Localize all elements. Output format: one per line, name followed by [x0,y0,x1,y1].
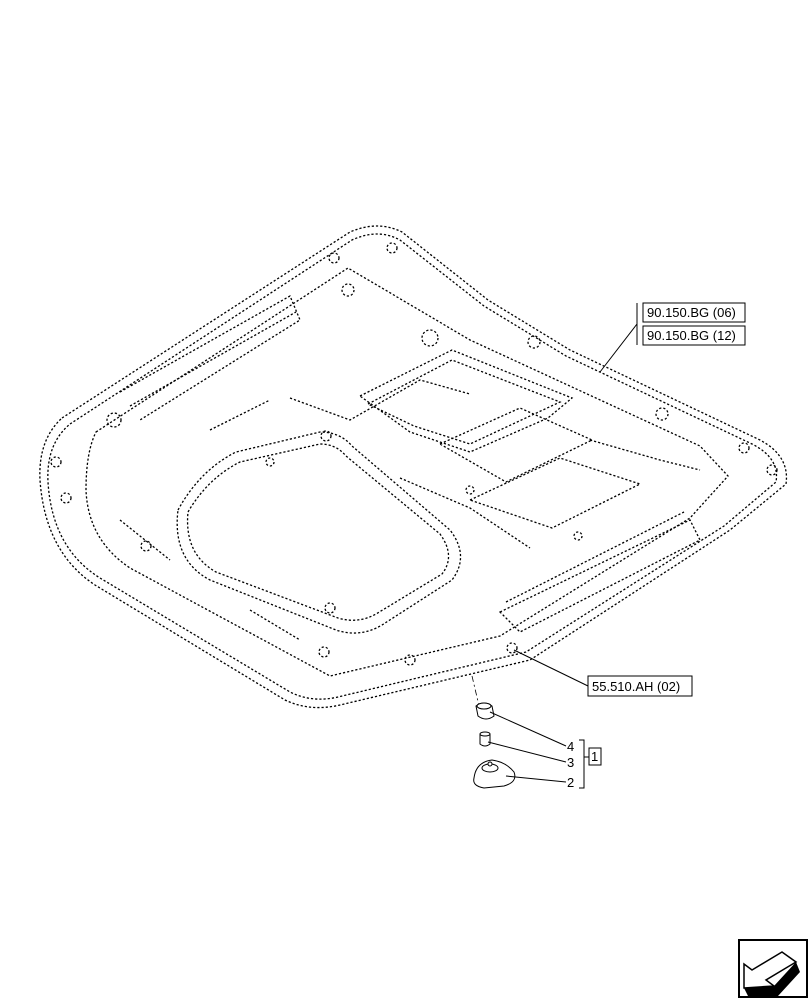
item-group-number-1[interactable]: 1 [588,747,602,766]
svg-text:1: 1 [591,749,598,764]
item-group-bracket [579,739,589,789]
lamp-housing-part-2 [473,759,516,789]
reference-55-510-ah-02[interactable]: 55.510.AH (02) [587,675,693,697]
svg-text:90.150.BG (06): 90.150.BG (06) [647,305,736,320]
item-number-3[interactable]: 3 [567,755,574,770]
leader-line-top [599,323,638,373]
leader-line-item-3 [487,741,567,763]
item-number-4[interactable]: 4 [567,739,574,754]
item-number-2[interactable]: 2 [567,775,574,790]
reference-90-150-bg-12[interactable]: 90.150.BG (12) [642,325,746,346]
leader-line-item-2 [505,775,567,783]
svg-text:90.150.BG (12): 90.150.BG (12) [647,328,736,343]
leader-line-item-4 [489,711,567,747]
svg-text:55.510.AH (02): 55.510.AH (02) [592,679,680,694]
reference-90-150-bg-06[interactable]: 90.150.BG (06) [642,302,746,323]
lamp-bulb-part-3 [479,731,491,747]
next-page-arrow-icon[interactable] [738,939,808,998]
lamp-bulb-holder-part-4 [475,702,495,720]
leader-line-bottom [513,649,589,687]
cab-roof-assembly [39,225,788,709]
